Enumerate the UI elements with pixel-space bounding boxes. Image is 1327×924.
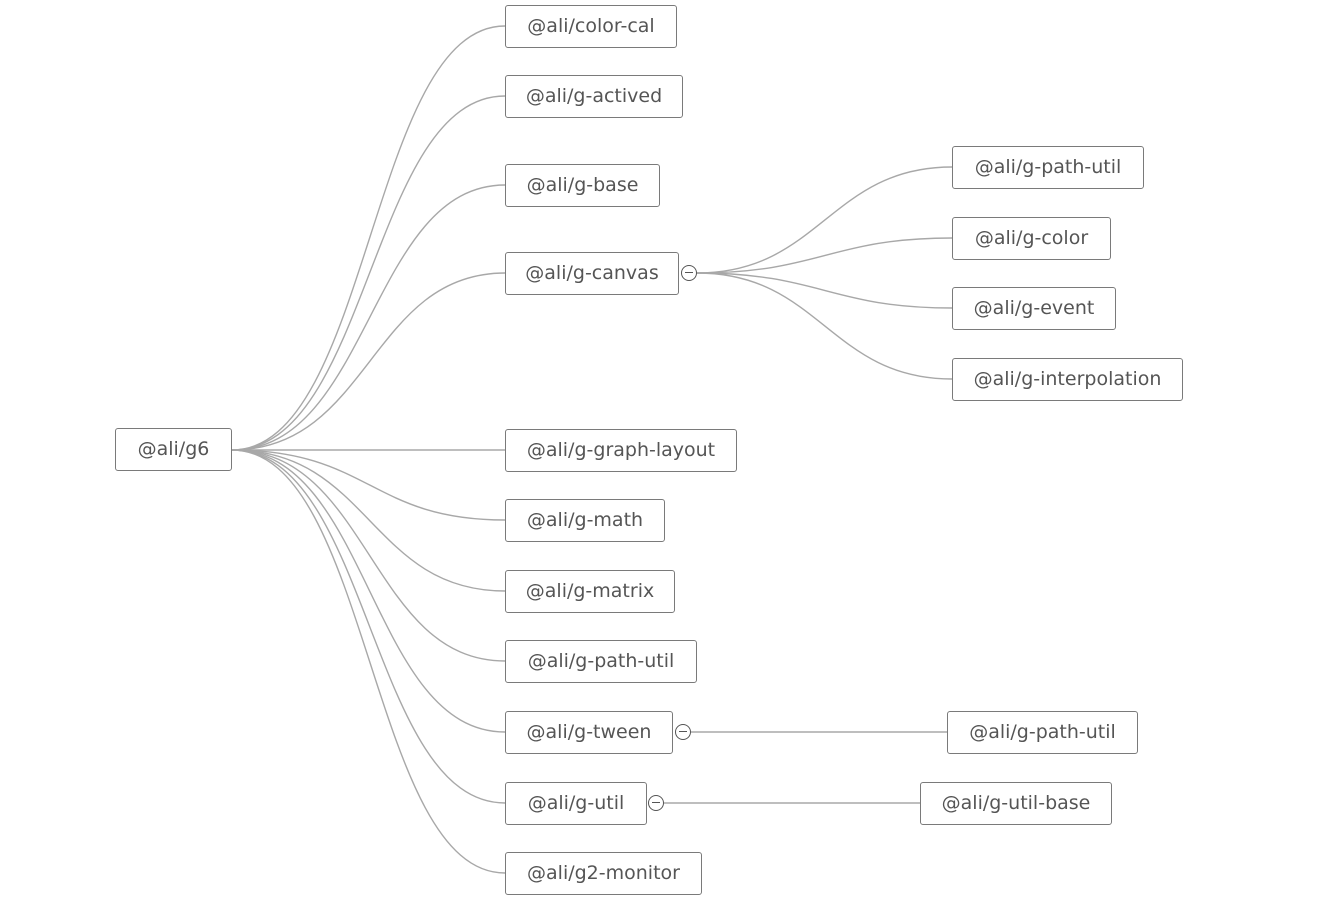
collapse-g-util-button[interactable] [648,795,664,811]
collapse-g-tween-button[interactable] [675,724,691,740]
node-color-cal[interactable]: @ali/color-cal [505,5,677,48]
edge-g6-g-math [231,449,506,521]
node-g-path-util[interactable]: @ali/g-path-util [505,640,697,683]
edge-g6-g-matrix [231,449,506,592]
edge-g6-g-actived [231,95,506,451]
node-g-color[interactable]: @ali/g-color [952,217,1111,260]
edge-g6-g-canvas [231,272,506,451]
node-g-matrix[interactable]: @ali/g-matrix [505,570,675,613]
edge-g-canvas-g-color [696,237,953,274]
root-node[interactable]: @ali/g6 [115,428,232,471]
edge-g6-color-cal [231,25,506,451]
node-g-canvas[interactable]: @ali/g-canvas [505,252,679,295]
edge-g6-g2-monitor [231,449,506,874]
edge-g6-g-path-util [231,449,506,662]
node-g-math[interactable]: @ali/g-math [505,499,665,542]
edge-g-canvas-g-interpolation [696,272,953,380]
collapse-g-canvas-button[interactable] [681,265,697,281]
node-g-tween-g-path-util[interactable]: @ali/g-path-util [947,711,1138,754]
edge-g-canvas-g-path-util [696,166,953,274]
edge-g6-g-base [231,184,506,451]
node-g-event[interactable]: @ali/g-event [952,287,1116,330]
node-g2-monitor[interactable]: @ali/g2-monitor [505,852,702,895]
node-g-graph-layout[interactable]: @ali/g-graph-layout [505,429,737,472]
edge-g6-g-util [231,449,506,804]
edge-g-canvas-g-event [696,272,953,309]
node-g-util[interactable]: @ali/g-util [505,782,647,825]
node-g-interpolation[interactable]: @ali/g-interpolation [952,358,1183,401]
node-g-tween[interactable]: @ali/g-tween [505,711,673,754]
node-g-actived[interactable]: @ali/g-actived [505,75,683,118]
edge-g6-g-tween [231,449,506,733]
node-g-util-base[interactable]: @ali/g-util-base [920,782,1112,825]
node-g-base[interactable]: @ali/g-base [505,164,660,207]
node-g-canvas-g-path-util[interactable]: @ali/g-path-util [952,146,1144,189]
